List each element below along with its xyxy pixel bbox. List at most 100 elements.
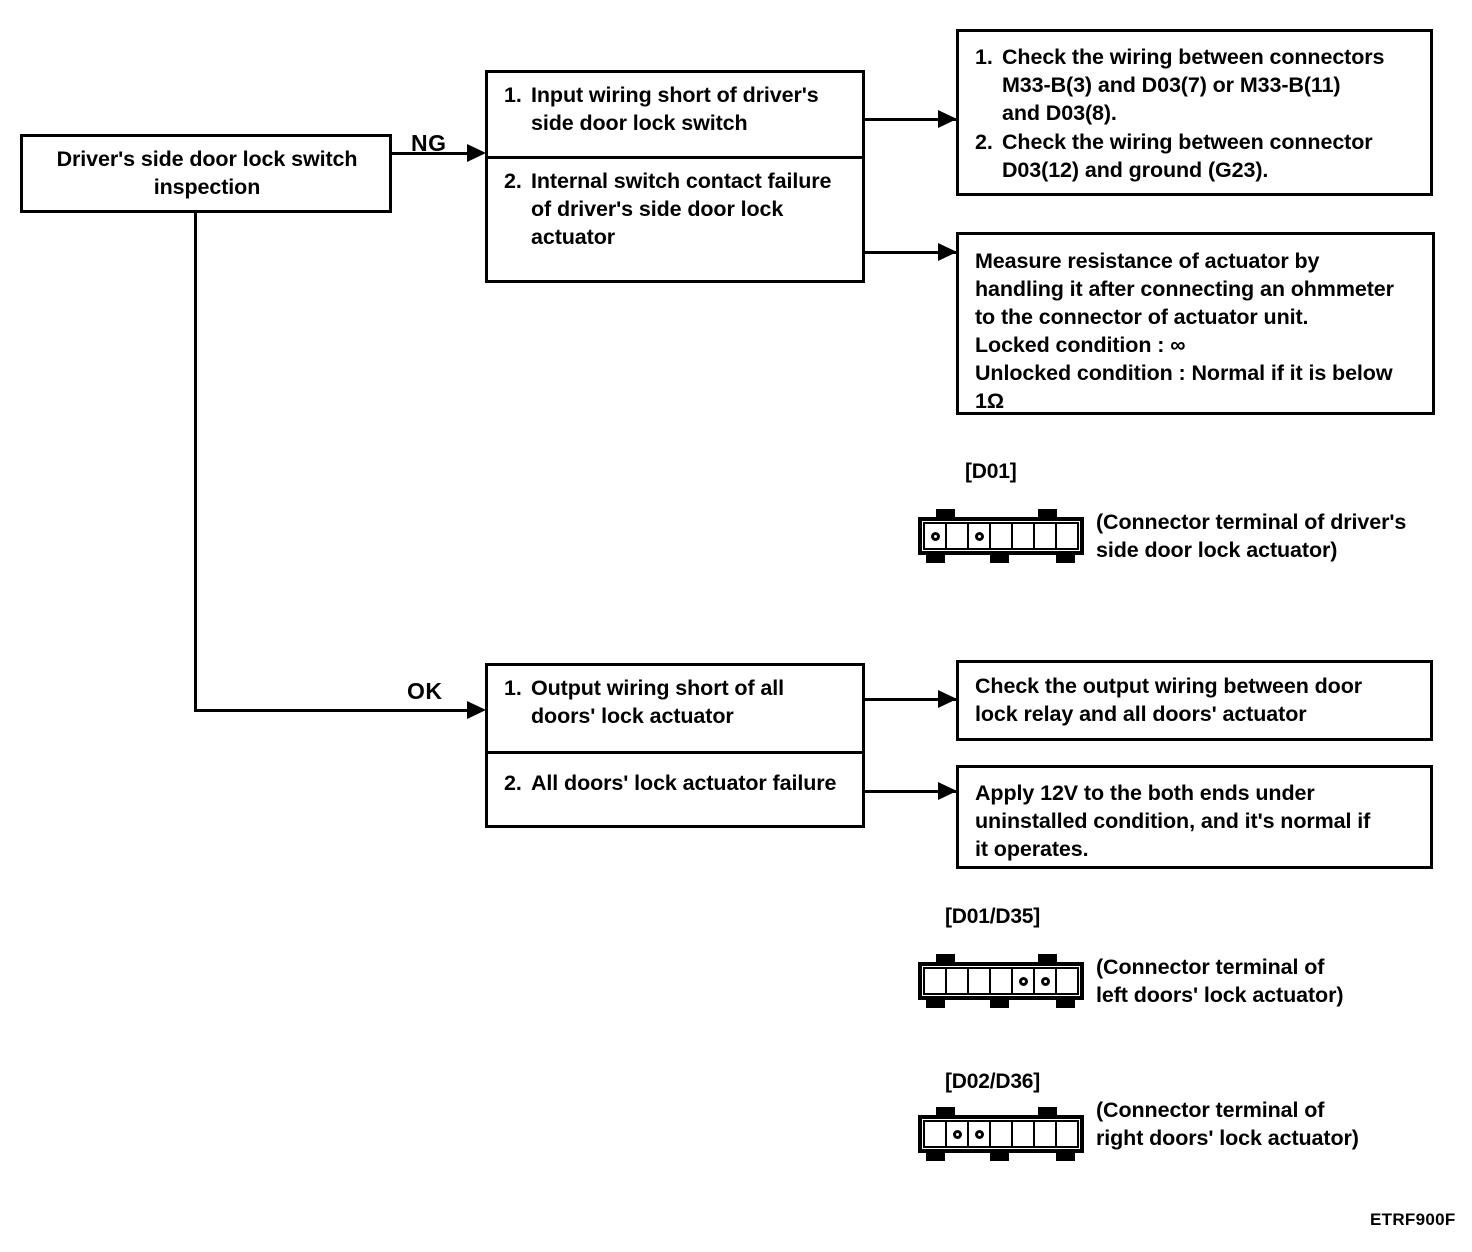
ok-branch-vline bbox=[194, 210, 197, 712]
ng-branch-arrowhead bbox=[467, 144, 486, 162]
connector-0-tab-bot-right bbox=[1056, 554, 1075, 563]
ng-branch-line bbox=[392, 152, 472, 155]
connector-1-cell-1 bbox=[925, 969, 947, 993]
ok-action-2-content: Apply 12V to the both ends under uninsta… bbox=[959, 768, 1430, 866]
connector-1-cell-2 bbox=[947, 969, 969, 993]
connector-1-cell-6 bbox=[1035, 969, 1057, 993]
connector-2-tag: [D02/D36] bbox=[945, 1070, 1041, 1093]
connector-0-tab-bot-mid bbox=[990, 554, 1009, 563]
connector-0-caption: (Connector terminal of driver's side doo… bbox=[1096, 510, 1407, 563]
connector-2-tab-bot-right bbox=[1056, 1152, 1075, 1161]
ng-causes-box: 1. Input wiring short of driver's side d… bbox=[485, 70, 865, 283]
ok-cause-1-text: Output wiring short of all doors' lock a… bbox=[531, 676, 784, 728]
connector-0-graphic bbox=[918, 506, 1084, 564]
connector-0-tab-bot-left bbox=[926, 554, 945, 563]
connector-1-caption: (Connector terminal of left doors' lock … bbox=[1096, 955, 1344, 1008]
ok-action-1-arrowhead bbox=[938, 690, 957, 708]
ok-action-box-1: Check the output wiring between door loc… bbox=[956, 660, 1433, 741]
connector-1-cell-5 bbox=[1013, 969, 1035, 993]
connector-0-cell-4 bbox=[991, 524, 1013, 548]
ng-action-1-arrowhead bbox=[938, 110, 957, 128]
connector-2-tab-bot-left bbox=[926, 1152, 945, 1161]
connector-2-graphic bbox=[918, 1104, 1084, 1162]
ng-cause-item-2: 2. Internal switch contact failure of dr… bbox=[488, 156, 862, 283]
figure-code: ETRF900F bbox=[1370, 1210, 1456, 1229]
connector-1-tab-bot-mid bbox=[990, 999, 1009, 1008]
ng-action-1-item-2-text: Check the wiring between connector D03(1… bbox=[1002, 129, 1373, 182]
pin-dot-icon bbox=[930, 531, 940, 541]
ng-action-2-arrowhead bbox=[938, 243, 957, 261]
connector-1-tab-bot-right bbox=[1056, 999, 1075, 1008]
ng-action-2-line bbox=[865, 251, 958, 254]
pin-dot-icon bbox=[974, 1129, 984, 1139]
ok-action-2-line bbox=[865, 790, 958, 793]
ng-cause-1-number: 1. bbox=[504, 83, 522, 107]
connector-1-tab-top-left bbox=[936, 954, 955, 963]
ng-cause-item-1: 1. Input wiring short of driver's side d… bbox=[488, 73, 862, 156]
connector-1-graphic bbox=[918, 951, 1084, 1009]
start-box-cell: Driver's side door lock switch inspectio… bbox=[23, 137, 389, 210]
pin-dot-icon bbox=[952, 1129, 962, 1139]
ng-action-1-item-1-number: 1. bbox=[975, 45, 993, 69]
connector-0-tab-top-right bbox=[1038, 509, 1057, 518]
connector-0-cells bbox=[923, 522, 1079, 550]
ng-action-1-item-2-number: 2. bbox=[975, 129, 993, 154]
ok-action-1-content: Check the output wiring between door loc… bbox=[959, 663, 1430, 738]
connector-2-cell-3 bbox=[969, 1122, 991, 1146]
ok-branch-label: OK bbox=[407, 678, 443, 704]
ng-action-box-1: 1. Check the wiring between connectors M… bbox=[956, 29, 1433, 196]
ng-action-1-content: 1. Check the wiring between connectors M… bbox=[959, 32, 1430, 193]
connector-2-tab-top-left bbox=[936, 1107, 955, 1116]
ok-branch-hline bbox=[194, 709, 474, 712]
ng-action-box-2: Measure resistance of actuator by handli… bbox=[956, 232, 1435, 415]
connector-2-tab-bot-mid bbox=[990, 1152, 1009, 1161]
ok-cause-2-text: All doors' lock actuator failure bbox=[531, 771, 837, 795]
pin-dot-icon bbox=[974, 531, 984, 541]
connector-2-cell-6 bbox=[1035, 1122, 1057, 1146]
ng-cause-2-number: 2. bbox=[504, 169, 522, 193]
ok-action-box-2: Apply 12V to the both ends under uninsta… bbox=[956, 765, 1433, 869]
ng-action-1-item-1-text: Check the wiring between connectors M33-… bbox=[1002, 45, 1385, 125]
connector-0-cell-5 bbox=[1013, 524, 1035, 548]
connector-0-tag: [D01] bbox=[965, 460, 1017, 483]
ok-action-2-arrowhead bbox=[938, 782, 957, 800]
connector-0-cell-2 bbox=[947, 524, 969, 548]
connector-2-cell-1 bbox=[925, 1122, 947, 1146]
pin-dot-icon bbox=[1018, 976, 1028, 986]
ng-action-2-text: Measure resistance of actuator by handli… bbox=[975, 249, 1394, 413]
pin-dot-icon bbox=[1040, 976, 1050, 986]
connector-2-cell-2 bbox=[947, 1122, 969, 1146]
connector-2-tab-top-right bbox=[1038, 1107, 1057, 1116]
connector-0-cell-3 bbox=[969, 524, 991, 548]
connector-2-cells bbox=[923, 1120, 1079, 1148]
ng-cause-2-text: Internal switch contact failure of drive… bbox=[531, 169, 832, 249]
ng-cause-1-text: Input wiring short of driver's side door… bbox=[531, 83, 819, 135]
start-box-label: Driver's side door lock switch inspectio… bbox=[56, 146, 358, 199]
connector-1-cell-4 bbox=[991, 969, 1013, 993]
connector-1-cell-7 bbox=[1057, 969, 1077, 993]
ok-causes-box: 1. Output wiring short of all doors' loc… bbox=[485, 663, 865, 828]
ok-cause-1-number: 1. bbox=[504, 676, 522, 700]
connector-1-cell-3 bbox=[969, 969, 991, 993]
connector-2-cell-7 bbox=[1057, 1122, 1077, 1146]
connector-0-cell-7 bbox=[1057, 524, 1077, 548]
connector-0-tab-top-left bbox=[936, 509, 955, 518]
connector-2-cell-5 bbox=[1013, 1122, 1035, 1146]
connector-2-cell-4 bbox=[991, 1122, 1013, 1146]
connector-2-caption: (Connector terminal of right doors' lock… bbox=[1096, 1098, 1359, 1151]
ng-branch-label: NG bbox=[411, 130, 447, 156]
connector-0-cell-1 bbox=[925, 524, 947, 548]
ok-action-1-line bbox=[865, 698, 958, 701]
start-box: Driver's side door lock switch inspectio… bbox=[20, 134, 392, 213]
connector-1-tag: [D01/D35] bbox=[945, 905, 1041, 928]
ok-cause-item-2: 2. All doors' lock actuator failure bbox=[488, 751, 862, 831]
connector-0-cell-6 bbox=[1035, 524, 1057, 548]
ok-action-1-text: Check the output wiring between door loc… bbox=[975, 674, 1362, 726]
ok-cause-item-1: 1. Output wiring short of all doors' loc… bbox=[488, 666, 862, 751]
ok-action-2-text: Apply 12V to the both ends under uninsta… bbox=[975, 781, 1371, 861]
connector-1-tab-top-right bbox=[1038, 954, 1057, 963]
ng-action-1-line bbox=[865, 118, 958, 121]
ng-action-2-content: Measure resistance of actuator by handli… bbox=[959, 235, 1432, 413]
connector-1-cells bbox=[923, 967, 1079, 995]
